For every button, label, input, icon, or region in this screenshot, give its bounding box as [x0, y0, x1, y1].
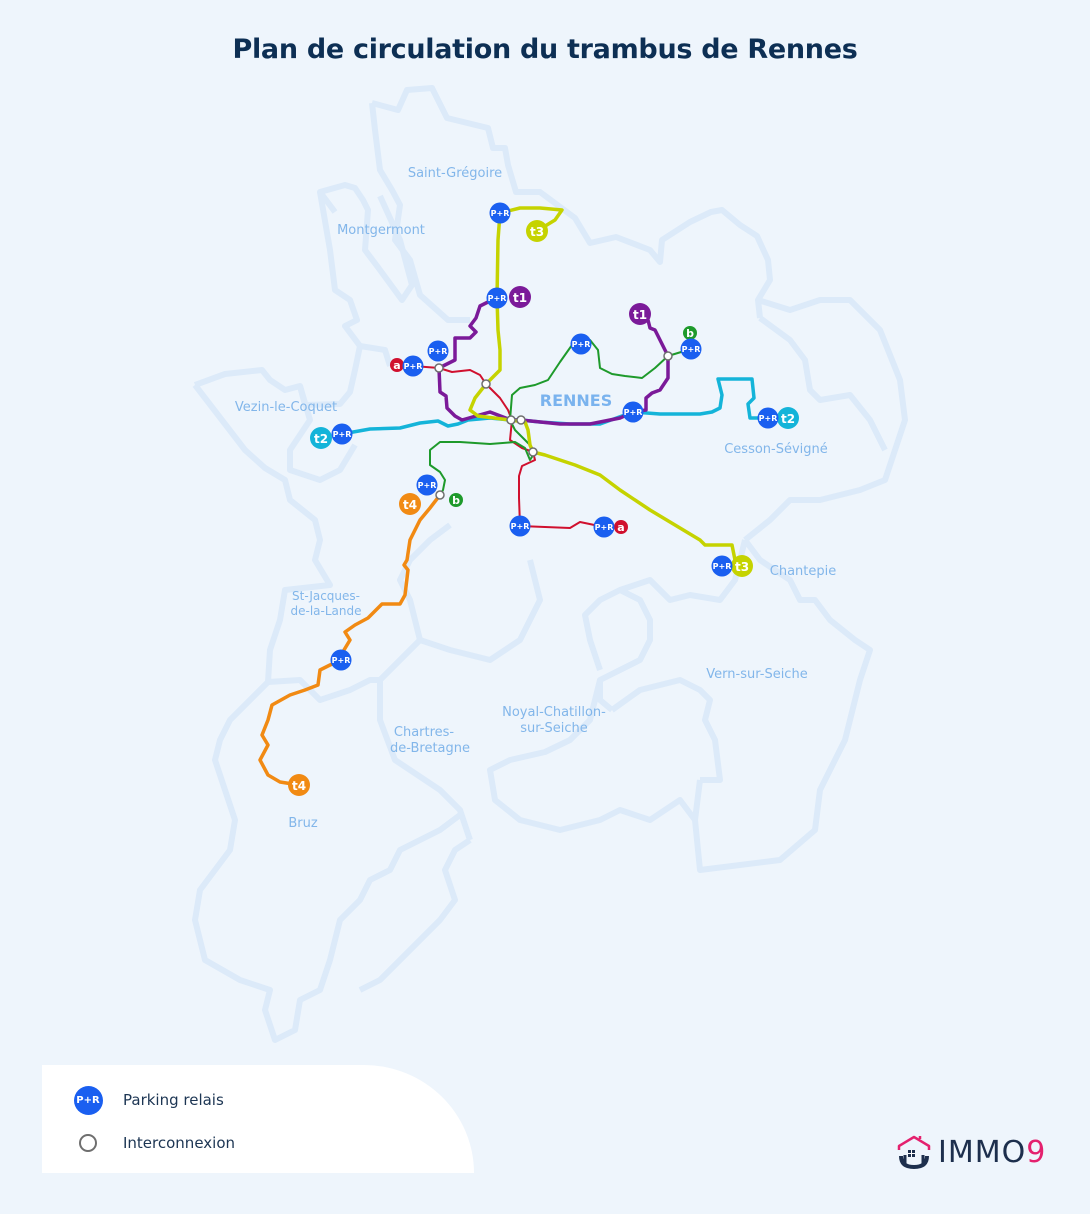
- park-and-ride-icon[interactable]: P+R: [416, 474, 438, 496]
- svg-text:P+R: P+R: [682, 345, 701, 354]
- svg-text:P+R: P+R: [332, 656, 351, 665]
- svg-text:P+R: P+R: [713, 562, 732, 571]
- svg-text:P+R: P+R: [488, 294, 507, 303]
- commune-label-saint-gregoire: Saint-Grégoire: [408, 166, 502, 181]
- svg-text:t1: t1: [633, 308, 647, 322]
- map-legend: P+R Parking relais Interconnexion: [42, 1065, 474, 1173]
- interconnections: [434, 351, 673, 500]
- interconnection-icon: [434, 363, 444, 373]
- terminal-t3-south[interactable]: t3: [731, 555, 753, 577]
- brand-suffix: 9: [1026, 1134, 1047, 1170]
- terminal-t1-east[interactable]: t1: [629, 303, 651, 325]
- svg-text:P+R: P+R: [595, 523, 614, 532]
- terminal-t2-east[interactable]: t2: [777, 407, 799, 429]
- svg-text:t3: t3: [530, 225, 544, 239]
- interconnection-icon: [506, 415, 516, 425]
- terminal-t1-north[interactable]: t1: [509, 286, 531, 308]
- park-and-ride-icon[interactable]: P+R: [486, 287, 508, 309]
- svg-text:P+R: P+R: [333, 430, 352, 439]
- svg-text:P+R: P+R: [759, 414, 778, 423]
- terminals: t1 t1 t2 t2 t3 t3 t4 t4 a a b b: [288, 220, 799, 796]
- park-and-ride-icon[interactable]: P+R: [593, 516, 615, 538]
- svg-text:t2: t2: [781, 412, 795, 426]
- terminal-b-east[interactable]: b: [683, 326, 697, 340]
- interconnection-icon: [663, 351, 673, 361]
- svg-text:P+R: P+R: [491, 209, 510, 218]
- commune-label-chartres-1: Chartres-: [394, 725, 455, 740]
- svg-text:t1: t1: [513, 291, 527, 305]
- house-logo-icon: [897, 1135, 931, 1170]
- legend-label: Interconnexion: [123, 1134, 236, 1152]
- commune-labels: Saint-Grégoire Montgermont Vezin-le-Coqu…: [235, 166, 836, 831]
- svg-text:t3: t3: [735, 560, 749, 574]
- commune-label-noyal-2: sur-Seiche: [520, 721, 587, 736]
- commune-label-montgermont: Montgermont: [337, 223, 425, 238]
- commune-label-bruz: Bruz: [288, 816, 318, 831]
- interconnection-icon: [516, 415, 526, 425]
- terminal-t4-south[interactable]: t4: [288, 774, 310, 796]
- park-and-ride-icon[interactable]: P+R: [757, 407, 779, 429]
- rennes-label: RENNES: [540, 391, 612, 410]
- commune-label-chartres-2: de-Bretagne: [390, 741, 470, 756]
- svg-text:P+R: P+R: [429, 347, 448, 356]
- park-and-ride-icon[interactable]: P+R: [402, 355, 424, 377]
- park-and-ride-icon[interactable]: P+R: [622, 401, 644, 423]
- park-and-ride-icon[interactable]: P+R: [330, 649, 352, 671]
- commune-label-st-jacques-2: de-la-Lande: [291, 604, 362, 618]
- svg-text:a: a: [617, 521, 624, 534]
- svg-text:a: a: [393, 359, 400, 372]
- terminal-a-west[interactable]: a: [390, 358, 404, 372]
- interconnection-icon: [79, 1134, 97, 1152]
- line-b-path: [429, 339, 692, 496]
- svg-text:P+R: P+R: [511, 522, 530, 531]
- park-and-ride-stations: P+R P+R P+R P+R P+R P+R P+R P+R P+R P+R …: [330, 202, 779, 671]
- svg-text:t4: t4: [292, 779, 306, 793]
- svg-text:t2: t2: [314, 432, 328, 446]
- svg-text:P+R: P+R: [624, 408, 643, 417]
- commune-label-noyal-1: Noyal-Chatillon-: [502, 705, 606, 720]
- park-and-ride-icon[interactable]: P+R: [509, 515, 531, 537]
- svg-text:t4: t4: [403, 498, 417, 512]
- terminal-a-south[interactable]: a: [614, 520, 628, 534]
- park-and-ride-icon[interactable]: P+R: [489, 202, 511, 224]
- commune-label-st-jacques-1: St-Jacques-: [292, 589, 360, 603]
- park-and-ride-icon: P+R: [73, 1085, 103, 1115]
- commune-borders: [192, 85, 908, 1043]
- park-and-ride-icon[interactable]: P+R: [331, 423, 353, 445]
- svg-text:b: b: [686, 327, 694, 340]
- terminal-b-south[interactable]: b: [449, 493, 463, 507]
- terminal-t3-north[interactable]: t3: [526, 220, 548, 242]
- legend-item-interconnection: Interconnexion: [42, 1128, 235, 1158]
- interconnection-icon: [481, 379, 491, 389]
- interconnection-icon: [528, 447, 538, 457]
- park-and-ride-icon[interactable]: P+R: [711, 555, 733, 577]
- svg-text:P+R: P+R: [572, 340, 591, 349]
- commune-label-vezin-le-coquet: Vezin-le-Coquet: [235, 400, 337, 415]
- park-and-ride-icon[interactable]: P+R: [680, 338, 702, 360]
- park-and-ride-icon[interactable]: P+R: [427, 340, 449, 362]
- commune-label-cesson-sevigne: Cesson-Sévigné: [724, 442, 828, 457]
- brand-name: IMMO9: [938, 1134, 1047, 1170]
- svg-text:P+R: P+R: [404, 362, 423, 371]
- terminal-t4-north[interactable]: t4: [399, 493, 421, 515]
- svg-text:b: b: [452, 494, 460, 507]
- terminal-t2-west[interactable]: t2: [310, 427, 332, 449]
- park-and-ride-icon[interactable]: P+R: [570, 333, 592, 355]
- legend-label: Parking relais: [123, 1091, 224, 1109]
- legend-item-park-and-ride: P+R Parking relais: [42, 1085, 224, 1115]
- svg-text:P+R: P+R: [418, 481, 437, 490]
- commune-label-chantepie: Chantepie: [770, 564, 836, 579]
- commune-label-vern-sur-seiche: Vern-sur-Seiche: [706, 667, 807, 682]
- immo9-logo: IMMO9: [896, 1134, 1046, 1170]
- line-t3-path: [468, 206, 744, 568]
- map-title: Plan de circulation du trambus de Rennes: [232, 34, 858, 65]
- interconnection-icon: [435, 490, 445, 500]
